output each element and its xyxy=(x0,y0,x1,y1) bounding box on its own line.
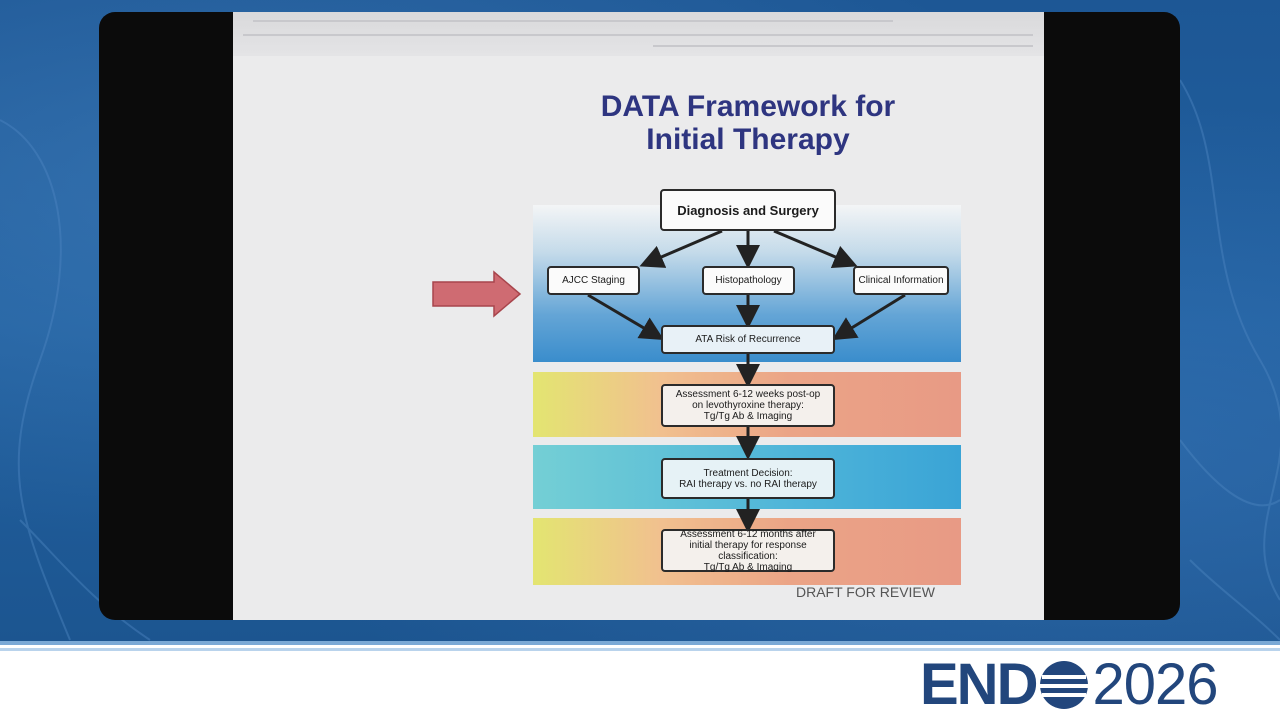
diagnosis-label: Diagnosis and Surgery xyxy=(677,202,819,218)
background-veins xyxy=(0,79,1280,641)
ajcc-label: AJCC Staging xyxy=(562,275,625,286)
postop-line-1: Assessment 6-12 weeks post-op xyxy=(675,389,821,400)
ajcc-staging-box: AJCC Staging xyxy=(547,266,640,295)
logo-brand: END xyxy=(920,652,1038,717)
diagnosis-and-surgery-box: Diagnosis and Surgery xyxy=(660,189,836,231)
pointer-arrow-icon xyxy=(432,270,522,318)
postop-line-2: on levothyroxine therapy: xyxy=(692,400,804,411)
slide: DATA Framework for Initial Therapy Diagn… xyxy=(233,12,1044,620)
globe-icon xyxy=(1040,661,1089,709)
treatment-line-1: Treatment Decision: xyxy=(703,467,793,479)
endo-2026-logo: END 2026 xyxy=(920,652,1219,717)
response-line-2: initial therapy for response classificat… xyxy=(689,539,807,562)
arrow-clinical-to-ata xyxy=(831,293,906,341)
ata-risk-box: ATA Risk of Recurrence xyxy=(661,325,835,354)
title-line-1: DATA Framework for xyxy=(600,90,896,123)
footer-stripe xyxy=(0,641,1280,645)
arrow-ajcc-to-ata xyxy=(587,293,665,341)
slide-header-bar xyxy=(233,12,1044,56)
arrow-diagnosis-to-clinical xyxy=(773,229,858,269)
response-line-1: Assessment 6-12 months after xyxy=(680,528,816,540)
logo-year: 2026 xyxy=(1092,652,1218,717)
histopathology-box: Histopathology xyxy=(702,266,795,295)
postop-assessment-box: Assessment 6-12 weeks post-op on levothy… xyxy=(661,384,835,427)
title-line-2: Initial Therapy xyxy=(646,123,850,156)
treatment-line-2: RAI therapy vs. no RAI therapy xyxy=(679,478,817,490)
response-assessment-box: Assessment 6-12 months after initial the… xyxy=(661,528,835,573)
flow-arrows xyxy=(587,229,906,533)
ata-risk-label: ATA Risk of Recurrence xyxy=(695,334,801,345)
treatment-decision-box: Treatment Decision: RAI therapy vs. no R… xyxy=(661,458,835,499)
slide-title: DATA Framework for Initial Therapy xyxy=(573,90,923,156)
footer-stripe-light xyxy=(0,648,1280,651)
histopathology-label: Histopathology xyxy=(715,275,782,286)
postop-line-3: Tg/Tg Ab & Imaging xyxy=(703,411,793,422)
response-line-3: Tg/Tg Ab & Imaging xyxy=(703,561,793,573)
draft-label: DRAFT FOR REVIEW xyxy=(796,584,935,600)
clinical-label: Clinical Information xyxy=(858,275,944,286)
arrow-diagnosis-to-ajcc xyxy=(639,229,723,268)
clinical-information-box: Clinical Information xyxy=(853,266,949,295)
